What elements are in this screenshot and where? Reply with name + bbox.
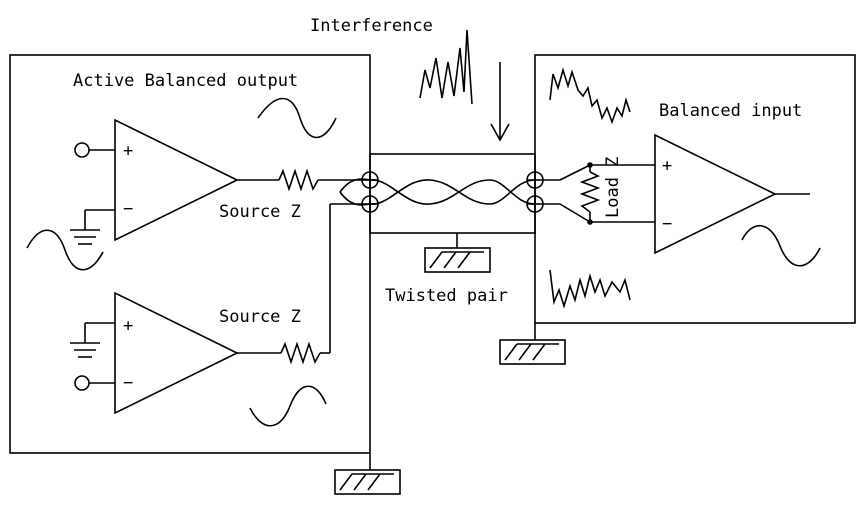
load-z-resistor (579, 171, 601, 213)
active-output-box (9, 54, 371, 454)
twisted-pair-wire-b (339, 179, 536, 206)
chassis-ground-right (499, 339, 566, 365)
opamp-bottom: + − (114, 291, 239, 415)
ground-symbol-bottom (70, 322, 115, 358)
input-terminal-top (74, 142, 90, 158)
source-z-label-top: Source Z (219, 202, 301, 222)
interference-waveform (419, 29, 473, 105)
opamp-input-plus: + (662, 156, 672, 176)
balanced-input-label: Balanced input (659, 101, 802, 121)
source-z-resistor-bottom (280, 341, 321, 365)
sine-wave-top-right (257, 97, 337, 139)
sine-wave-bottom-right (249, 385, 327, 427)
twisted-pair-wire-a (339, 178, 536, 205)
opamp-input: + − (654, 133, 777, 255)
ground-symbol-top (70, 209, 115, 245)
noise-waveform-top (549, 67, 631, 125)
sine-wave-left (26, 229, 104, 271)
sine-wave-right (741, 224, 821, 267)
chassis-ground-left (334, 469, 401, 495)
active-output-label: Active Balanced output (73, 71, 298, 91)
interference-label: Interference (310, 16, 433, 36)
opamp-bottom-plus: + (123, 316, 133, 336)
chassis-ground-cable (424, 247, 491, 273)
input-terminal-bottom (74, 375, 90, 391)
opamp-input-minus: − (662, 214, 672, 234)
opamp-bottom-minus: − (123, 373, 133, 393)
noise-waveform-bottom (549, 269, 631, 309)
load-z-label: Load Z (603, 157, 623, 218)
twisted-pair-label: Twisted pair (385, 286, 508, 306)
interference-arrowhead (490, 123, 510, 142)
source-z-resistor-top (278, 168, 319, 192)
opamp-top-minus: − (123, 199, 133, 219)
source-z-label-bottom: Source Z (219, 307, 301, 327)
opamp-top: + − (114, 118, 239, 242)
balanced-input-box (534, 54, 856, 324)
opamp-top-plus: + (123, 141, 133, 161)
